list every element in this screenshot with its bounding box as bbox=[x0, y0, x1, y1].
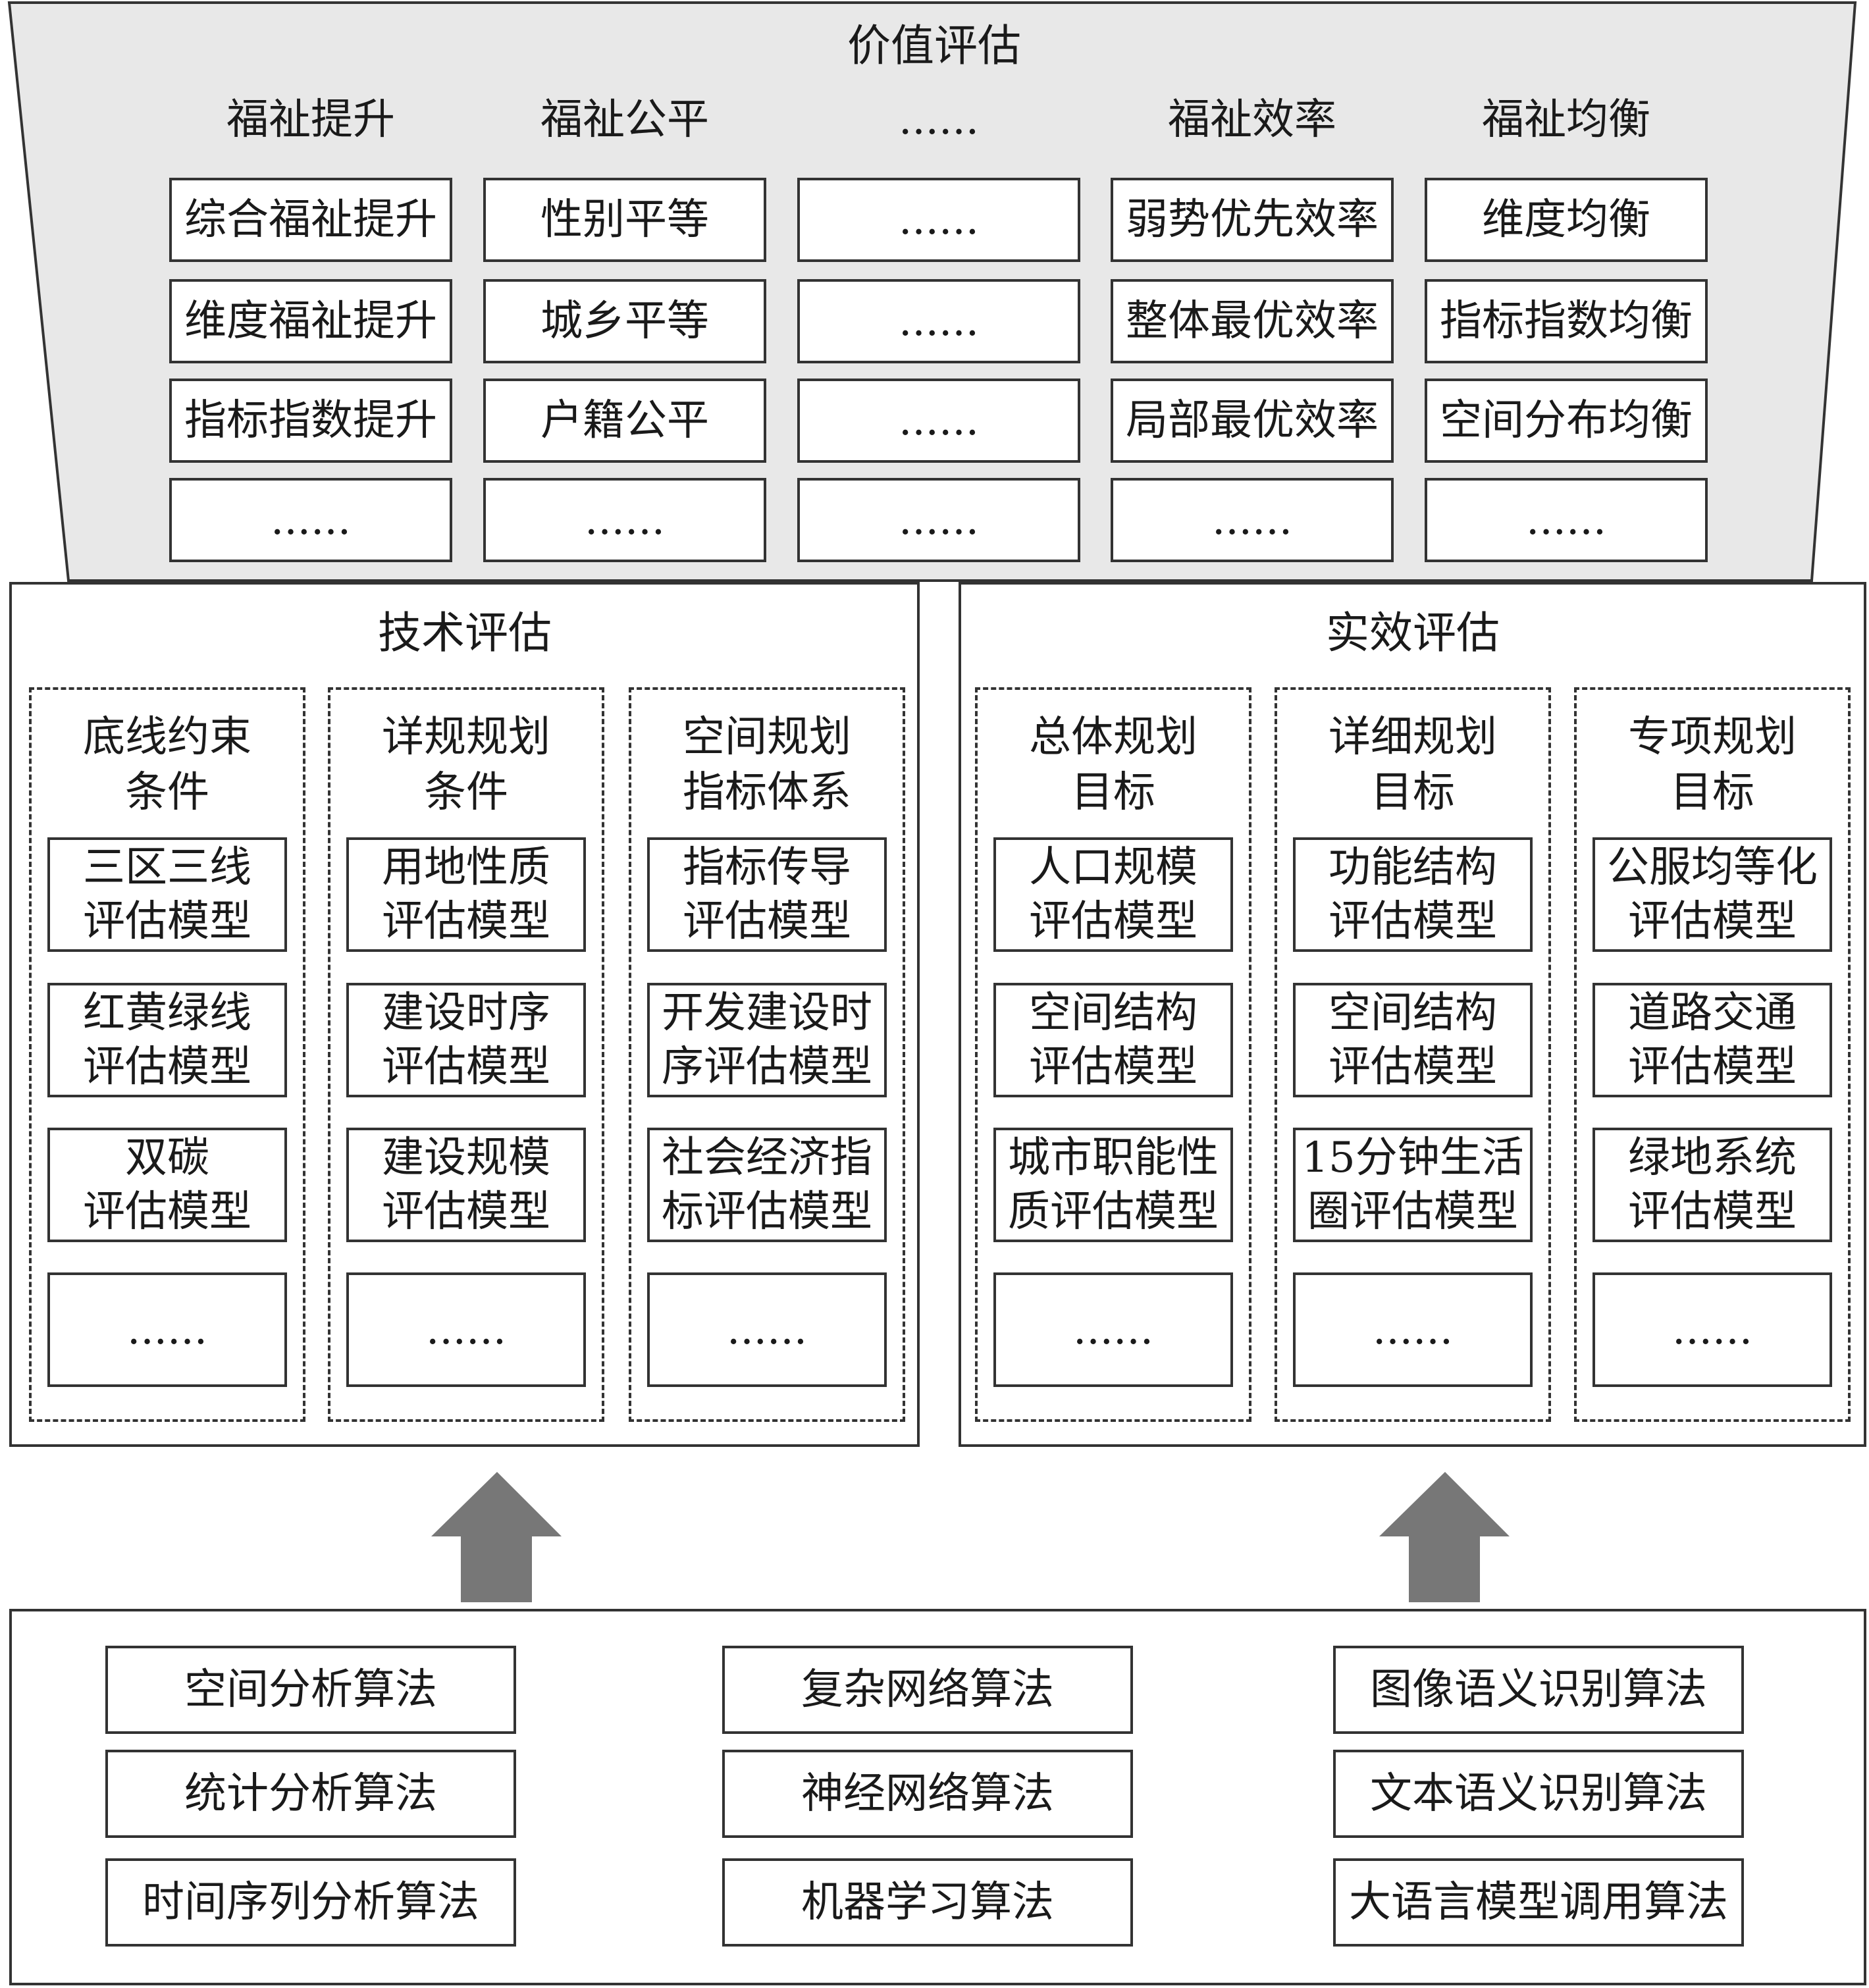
algorithm-box: 机器学习算法 bbox=[722, 1858, 1133, 1947]
model-box: 道路交通 评估模型 bbox=[1593, 983, 1832, 1097]
model-group-header: 详规规划 条件 bbox=[382, 713, 550, 817]
model-box: ...... bbox=[1293, 1272, 1533, 1387]
technical-assessment-panel bbox=[9, 582, 920, 1447]
model-box: 15分钟生活 圈评估模型 bbox=[1293, 1128, 1533, 1242]
model-box: 绿地系统 评估模型 bbox=[1593, 1128, 1832, 1242]
up-arrow-right-icon bbox=[1379, 1472, 1510, 1602]
model-group-header: 专项规划 目标 bbox=[1628, 713, 1797, 817]
value-item-box: ...... bbox=[797, 379, 1080, 463]
value-column-header: 福祉效率 bbox=[1168, 95, 1336, 144]
value-item-box: 维度均衡 bbox=[1425, 178, 1708, 262]
algorithm-box: 神经网络算法 bbox=[722, 1750, 1133, 1838]
up-arrow-left-icon bbox=[431, 1472, 562, 1602]
model-box: 三区三线 评估模型 bbox=[47, 837, 287, 952]
model-box: 公服均等化 评估模型 bbox=[1593, 837, 1832, 952]
algorithm-box: 文本语义识别算法 bbox=[1333, 1750, 1744, 1838]
algorithm-box: 时间序列分析算法 bbox=[105, 1858, 516, 1947]
algorithm-box: 图像语义识别算法 bbox=[1333, 1646, 1744, 1734]
value-item-box: ...... bbox=[797, 279, 1080, 363]
model-group-header: 底线约束 条件 bbox=[83, 713, 251, 817]
model-box: 空间结构 评估模型 bbox=[1293, 983, 1533, 1097]
model-box: 城市职能性 质评估模型 bbox=[993, 1128, 1233, 1242]
technical-assessment-title: 技术评估 bbox=[378, 608, 552, 658]
value-item-box: 空间分布均衡 bbox=[1425, 379, 1708, 463]
model-box: ...... bbox=[47, 1272, 287, 1387]
model-group-dashed-box bbox=[1574, 687, 1851, 1422]
model-group-dashed-box bbox=[629, 687, 905, 1422]
algorithms-panel bbox=[9, 1609, 1866, 1985]
value-column-header: 福祉公平 bbox=[540, 95, 709, 144]
value-item-box: ...... bbox=[169, 478, 452, 562]
value-item-box: 整体最优效率 bbox=[1111, 279, 1394, 363]
value-item-box: 指标指数均衡 bbox=[1425, 279, 1708, 363]
value-item-box: 局部最优效率 bbox=[1111, 379, 1394, 463]
model-group-header: 空间规划 指标体系 bbox=[683, 713, 851, 817]
model-box: 开发建设时 序评估模型 bbox=[647, 983, 887, 1097]
value-item-box: 弱势优先效率 bbox=[1111, 178, 1394, 262]
model-box: 建设时序 评估模型 bbox=[346, 983, 586, 1097]
model-box: ...... bbox=[647, 1272, 887, 1387]
effectiveness-assessment-title: 实效评估 bbox=[1326, 608, 1500, 658]
value-item-box: 综合福祉提升 bbox=[169, 178, 452, 262]
algorithm-box: 复杂网络算法 bbox=[722, 1646, 1133, 1734]
value-item-box: ...... bbox=[797, 178, 1080, 262]
value-item-box: ...... bbox=[1425, 478, 1708, 562]
model-group-dashed-box bbox=[29, 687, 305, 1422]
model-box: 双碳 评估模型 bbox=[47, 1128, 287, 1242]
model-box: ...... bbox=[1593, 1272, 1832, 1387]
algorithm-box: 大语言模型调用算法 bbox=[1333, 1858, 1744, 1947]
model-box: 建设规模 评估模型 bbox=[346, 1128, 586, 1242]
algorithm-box: 空间分析算法 bbox=[105, 1646, 516, 1734]
model-group-dashed-box bbox=[1275, 687, 1551, 1422]
value-item-box: 维度福祉提升 bbox=[169, 279, 452, 363]
model-box: 功能结构 评估模型 bbox=[1293, 837, 1533, 952]
effectiveness-assessment-panel bbox=[959, 582, 1866, 1447]
value-item-box: ...... bbox=[797, 478, 1080, 562]
value-item-box: 城乡平等 bbox=[483, 279, 766, 363]
model-box: 空间结构 评估模型 bbox=[993, 983, 1233, 1097]
model-group-dashed-box bbox=[975, 687, 1251, 1422]
model-box: 指标传导 评估模型 bbox=[647, 837, 887, 952]
model-box: ...... bbox=[346, 1272, 586, 1387]
model-box: 红黄绿线 评估模型 bbox=[47, 983, 287, 1097]
value-item-box: 指标指数提升 bbox=[169, 379, 452, 463]
value-item-box: ...... bbox=[483, 478, 766, 562]
value-column-header: ...... bbox=[898, 95, 980, 144]
value-item-box: 性别平等 bbox=[483, 178, 766, 262]
model-group-dashed-box bbox=[328, 687, 604, 1422]
algorithm-box: 统计分析算法 bbox=[105, 1750, 516, 1838]
model-group-header: 总体规划 目标 bbox=[1029, 713, 1198, 817]
value-column-header: 福祉均衡 bbox=[1482, 95, 1650, 144]
value-column-header: 福祉提升 bbox=[226, 95, 395, 144]
model-box: 用地性质 评估模型 bbox=[346, 837, 586, 952]
model-box: 人口规模 评估模型 bbox=[993, 837, 1233, 952]
model-group-header: 详细规划 目标 bbox=[1329, 713, 1497, 817]
value-assessment-title: 价值评估 bbox=[847, 20, 1021, 71]
model-box: 社会经济指 标评估模型 bbox=[647, 1128, 887, 1242]
value-item-box: 户籍公平 bbox=[483, 379, 766, 463]
value-item-box: ...... bbox=[1111, 478, 1394, 562]
model-box: ...... bbox=[993, 1272, 1233, 1387]
